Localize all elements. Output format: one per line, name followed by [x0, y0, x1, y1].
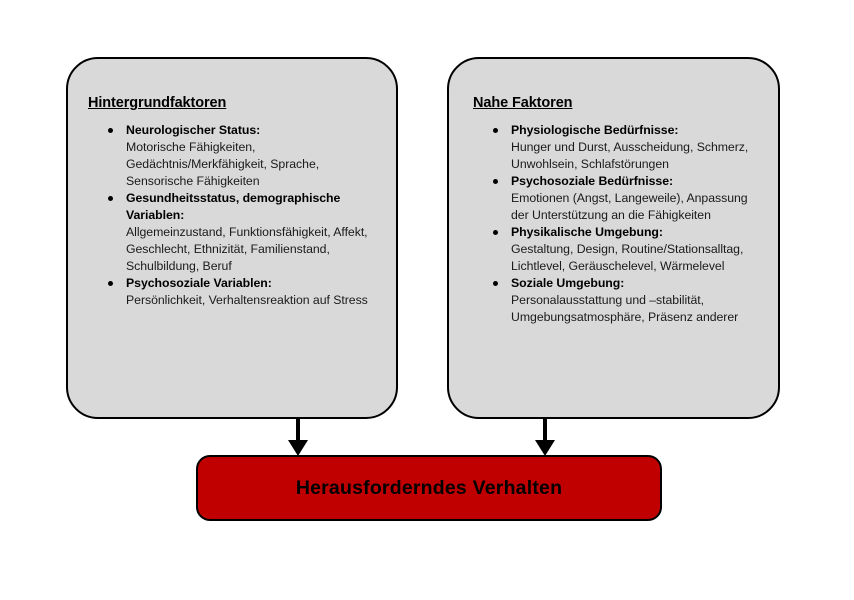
bullet-dot-icon: [108, 281, 113, 286]
bullet-heading: Psychosoziale Bedürfnisse:: [511, 174, 674, 188]
arrow-hintergrundfaktoren-to-outcome: [288, 419, 308, 456]
bullet-item: Soziale Umgebung: Personalausstattung un…: [493, 275, 768, 326]
bullet-body: Hunger und Durst, Ausscheidung, Schmerz,…: [511, 140, 749, 171]
outcome-label: Herausforderndes Verhalten: [295, 476, 563, 499]
bullet-dot-icon: [493, 179, 498, 184]
bullet-body: Personalausstattung und –stabilität, Umg…: [511, 293, 739, 324]
bullet-item: Psychosoziale Variablen: Persönlichkeit,…: [108, 275, 386, 309]
bullet-dot-icon: [493, 230, 498, 235]
bullet-dot-icon: [493, 281, 498, 286]
bullet-body: Emotionen (Angst, Langeweile), Anpassung…: [511, 191, 748, 222]
bullet-body: Motorische Fähigkeiten, Gedächtnis/Merkf…: [126, 140, 320, 188]
bullet-body: Allgemeinzustand, Funktionsfähigkeit, Af…: [126, 225, 368, 273]
bullet-heading: Physikalische Umgebung:: [511, 225, 663, 239]
bullet-item: Gesundheitsstatus, demographische Variab…: [108, 190, 386, 275]
arrow-nahe-faktoren-to-outcome: [535, 419, 555, 456]
bullet-body: Persönlichkeit, Verhaltensreaktion auf S…: [126, 293, 368, 307]
bullet-dot-icon: [108, 196, 113, 201]
bullet-heading: Soziale Umgebung:: [511, 276, 625, 290]
bullet-item: Neurologischer Status: Motorische Fähigk…: [108, 122, 386, 190]
bullet-dot-icon: [108, 128, 113, 133]
box-title-nahe-faktoren: Nahe Faktoren: [473, 95, 573, 111]
outcome-box-herausforderndes-verhalten: Herausforderndes Verhalten: [196, 455, 662, 521]
bullet-list-hintergrundfaktoren: Neurologischer Status: Motorische Fähigk…: [108, 122, 386, 309]
bullet-dot-icon: [493, 128, 498, 133]
bullet-body: Gestaltung, Design, Routine/Stationsallt…: [511, 242, 744, 273]
bullet-heading: Physiologische Bedürfnisse:: [511, 123, 679, 137]
box-title-hintergrundfaktoren: Hintergrundfaktoren: [88, 95, 227, 111]
factor-box-nahe-faktoren: Nahe Faktoren Physiologische Bedürfnisse…: [447, 57, 780, 419]
factor-box-hintergrundfaktoren: Hintergrundfaktoren Neurologischer Statu…: [66, 57, 398, 419]
bullet-heading: Psychosoziale Variablen:: [126, 276, 272, 290]
bullet-list-nahe-faktoren: Physiologische Bedürfnisse: Hunger und D…: [493, 122, 768, 326]
bullet-heading: Neurologischer Status:: [126, 123, 261, 137]
bullet-item: Physiologische Bedürfnisse: Hunger und D…: [493, 122, 768, 173]
bullet-item: Psychosoziale Bedürfnisse: Emotionen (An…: [493, 173, 768, 224]
bullet-item: Physikalische Umgebung: Gestaltung, Desi…: [493, 224, 768, 275]
bullet-heading: Gesundheitsstatus, demographische Variab…: [126, 191, 341, 222]
